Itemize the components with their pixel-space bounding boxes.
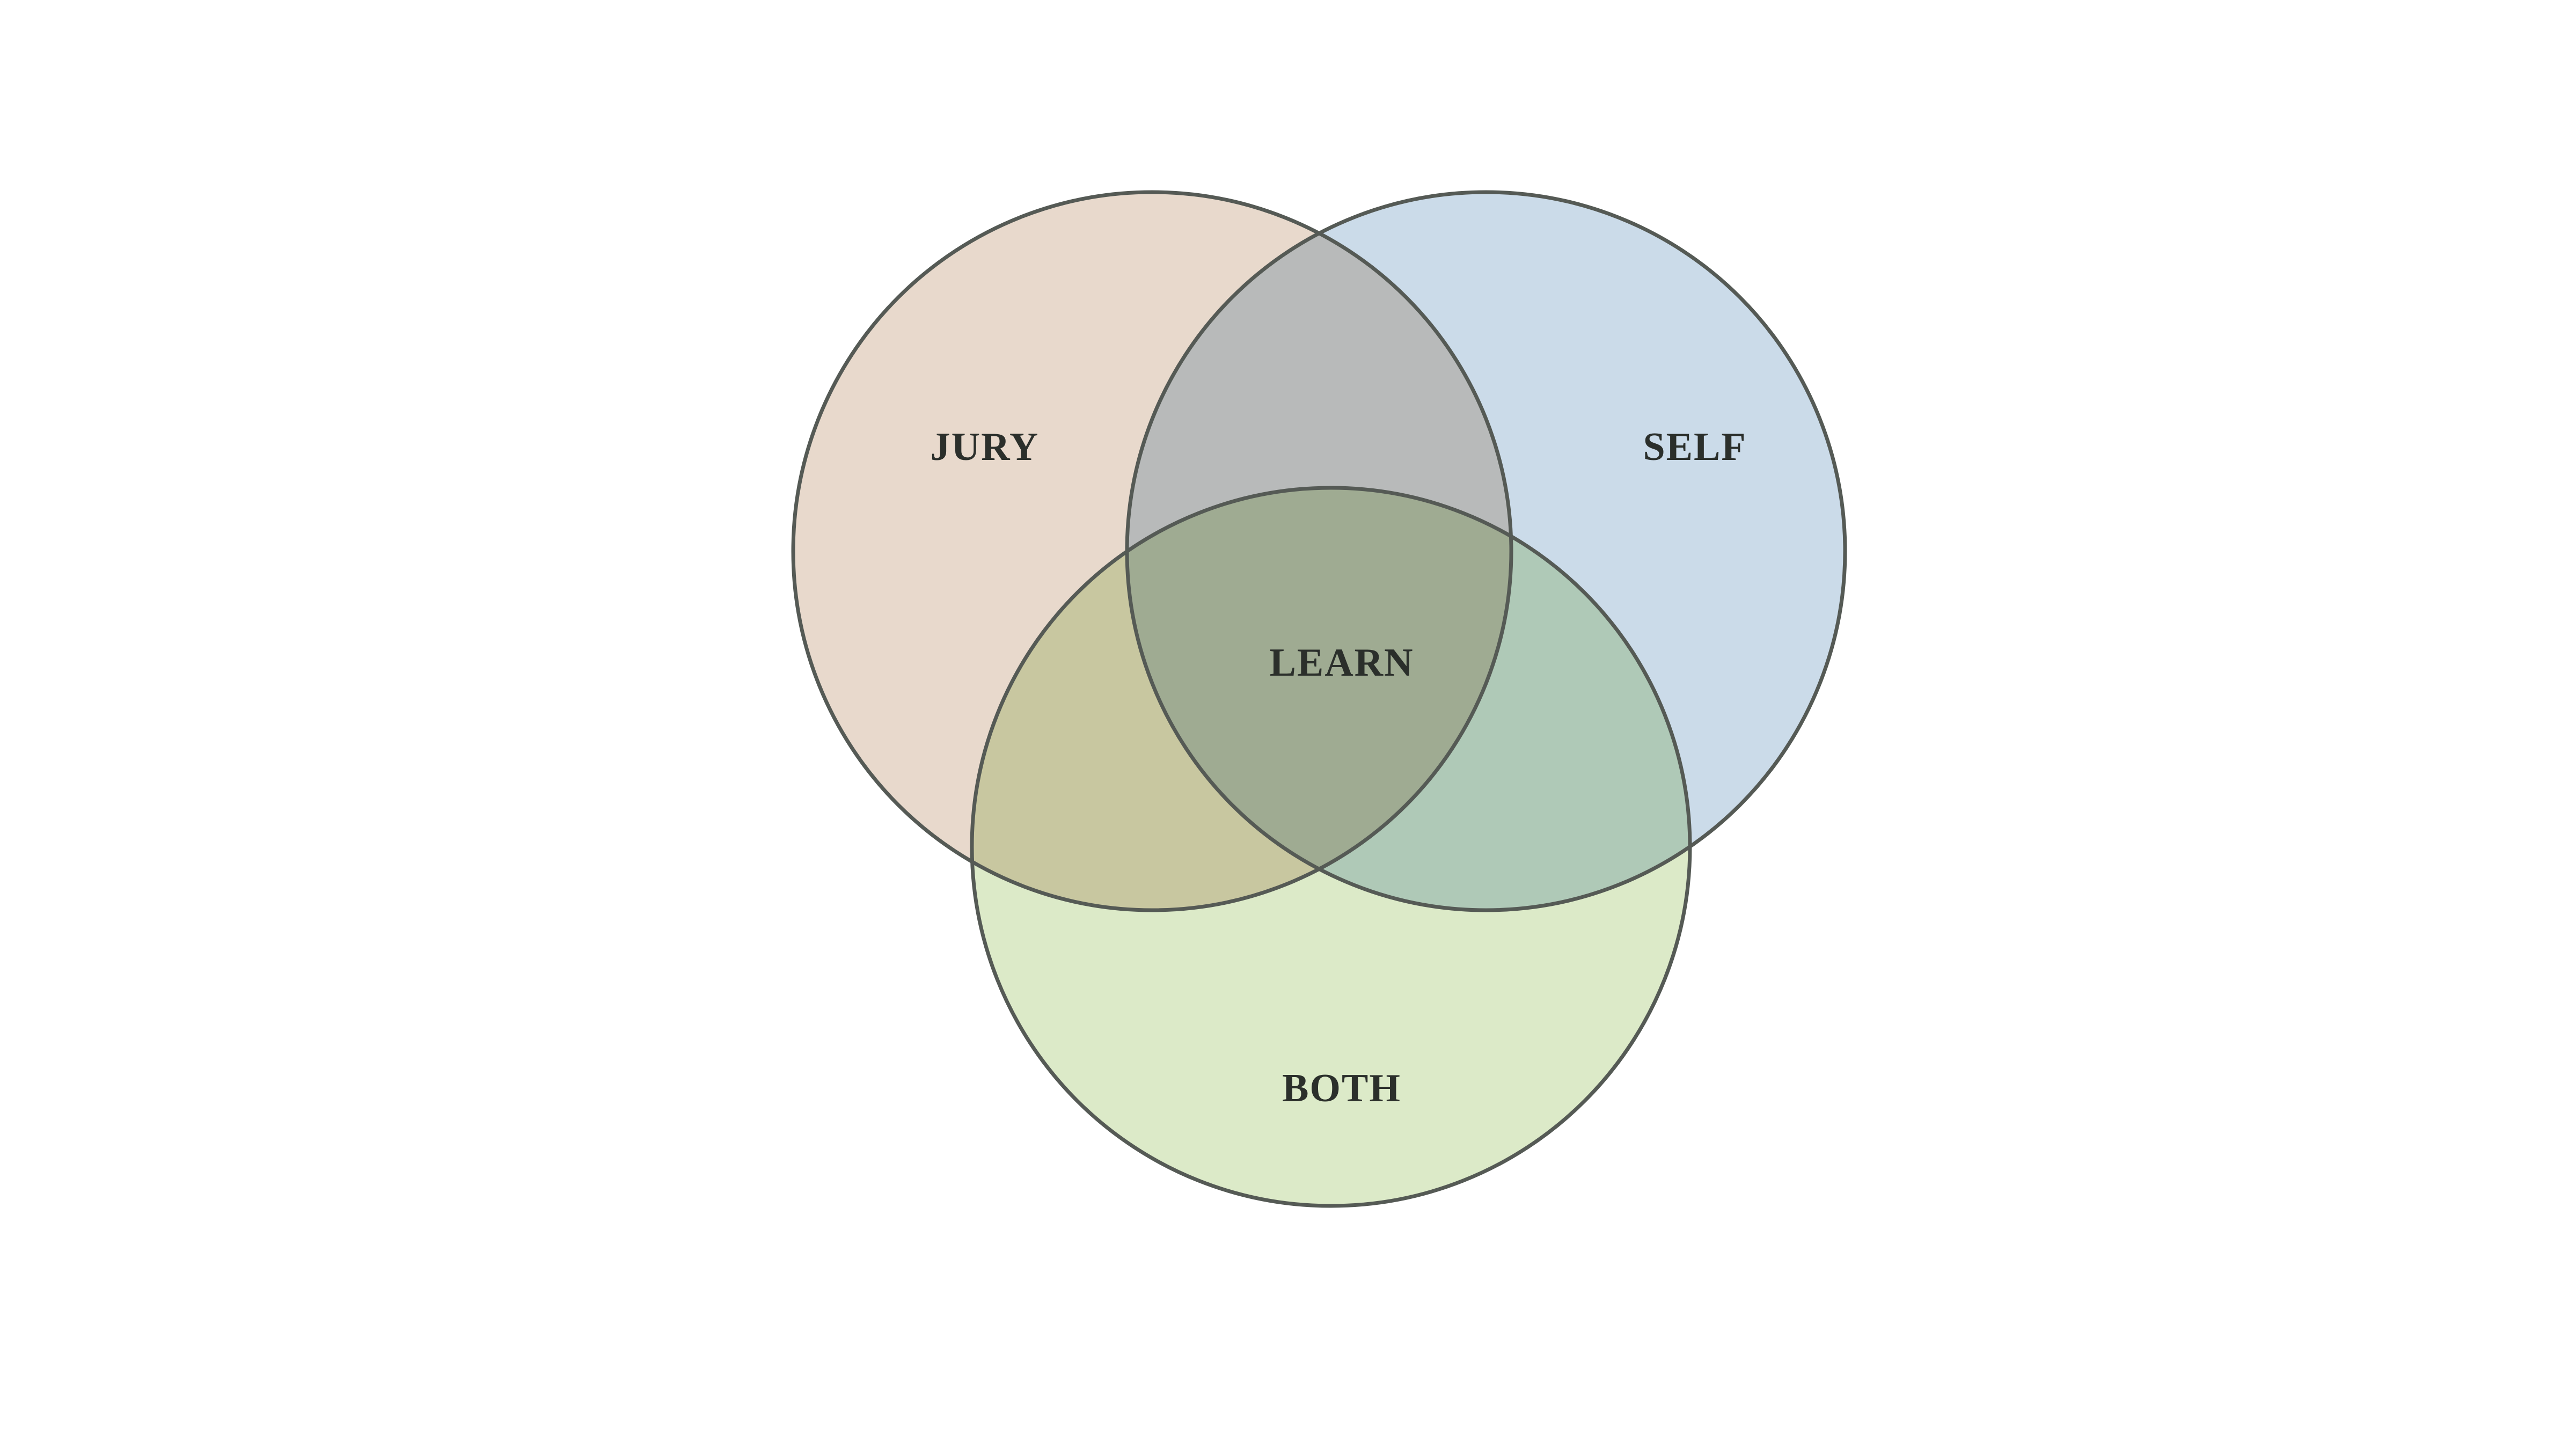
venn-circle-fills: [793, 192, 1845, 1206]
circle-both-outline: [970, 486, 1692, 1208]
label-both: BOTH: [1282, 1066, 1401, 1110]
circle-both[interactable]: [972, 488, 1690, 1206]
circle-jury-outline: [791, 190, 1513, 912]
label-jury: JURY: [930, 425, 1040, 469]
label-self: SELF: [1643, 425, 1747, 469]
label-center-intersection: LEARN: [1269, 641, 1414, 685]
venn-circle-outlines: [791, 190, 1847, 1208]
